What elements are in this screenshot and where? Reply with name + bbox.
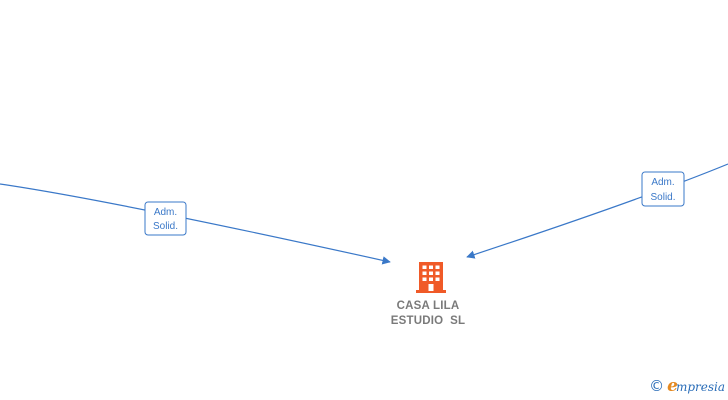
edge-label-right[interactable]: Adm. Solid.	[641, 171, 685, 207]
edge-label-right-line2: Solid.	[650, 192, 675, 203]
copyright-icon: ©	[649, 377, 665, 395]
company-name[interactable]: CASA LILA ESTUDIO SL	[368, 299, 488, 329]
edge-line-right	[466, 163, 728, 259]
edge-label-left-line2: Solid.	[153, 221, 178, 232]
empresia-logo: empresia	[667, 376, 725, 396]
edge-label-right-line1: Adm.	[651, 177, 674, 188]
edge-label-left[interactable]: Adm. Solid.	[144, 201, 187, 236]
brand-watermark: © empresia	[649, 376, 725, 396]
edge-label-left-line1: Adm.	[154, 207, 177, 218]
building-icon[interactable]	[416, 262, 446, 293]
edge-line-left	[0, 183, 391, 265]
company-name-line2: ESTUDIO SL	[390, 315, 466, 327]
company-name-line1: CASA LILA	[396, 300, 460, 312]
